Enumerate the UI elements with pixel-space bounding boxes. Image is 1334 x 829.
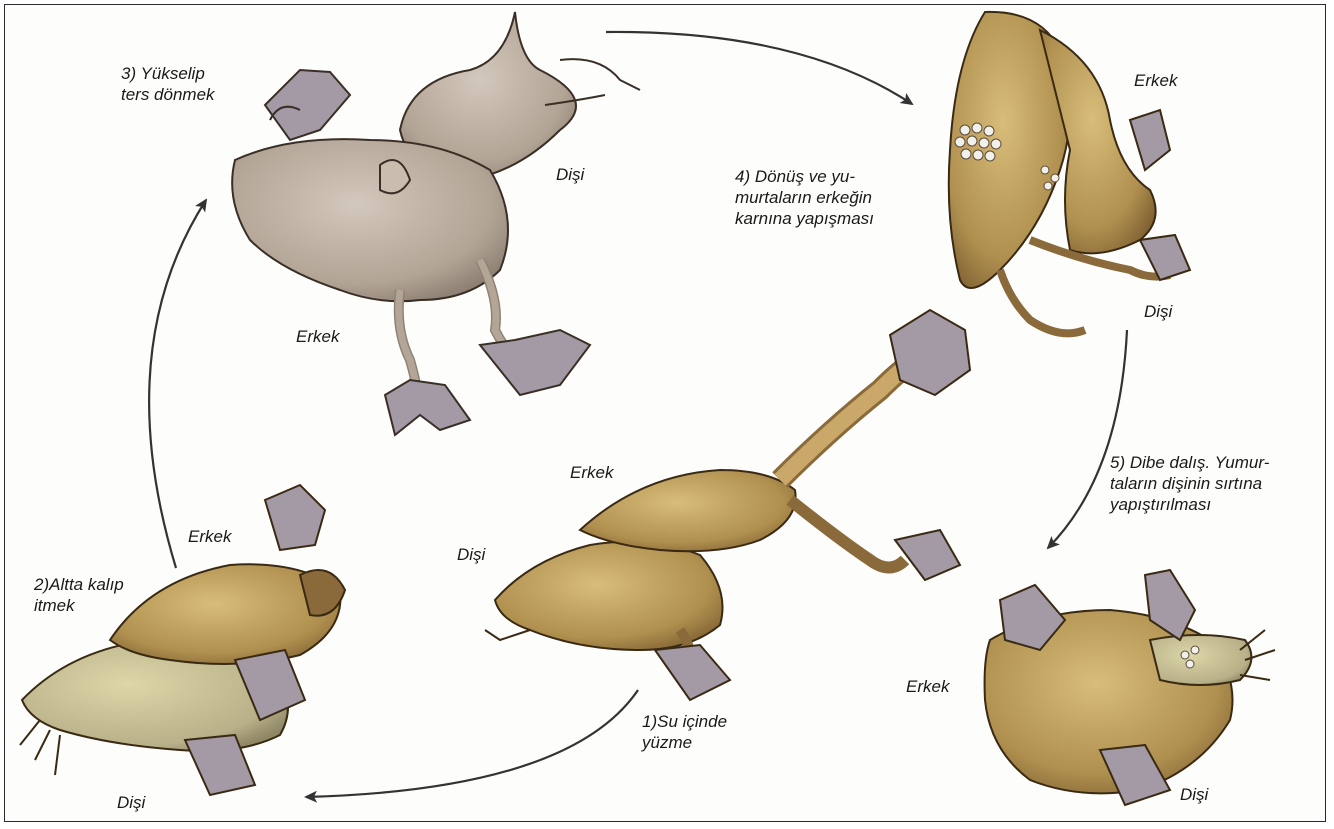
arrow-1-to-2 (306, 690, 638, 797)
label-female-dive: Dişi (1180, 784, 1208, 805)
arrow-4-to-5 (1048, 330, 1127, 548)
caption-line: karnına yapışması (735, 208, 874, 229)
caption-stage-turn: 4) Dönüş ve yu- murtaların erkeğin karnı… (735, 166, 874, 229)
caption-line: taların dişinin sırtına (1110, 473, 1269, 494)
stage-dive-frogs (985, 570, 1275, 805)
caption-stage-dive: 5) Dibe dalış. Yumur- taların dişinin sı… (1110, 452, 1269, 515)
label-male-rise: Erkek (296, 326, 339, 347)
stage-push-frogs (20, 485, 345, 795)
caption-line: 3) Yükselip (121, 63, 215, 84)
caption-line: 2)Altta kalıp (34, 574, 124, 595)
caption-line: ters dönmek (121, 84, 215, 105)
caption-line: itmek (34, 595, 124, 616)
label-male-dive: Erkek (906, 676, 949, 697)
caption-line: 4) Dönüş ve yu- (735, 166, 874, 187)
caption-line: 5) Dibe dalış. Yumur- (1110, 452, 1269, 473)
caption-stage-rise: 3) Yükselip ters dönmek (121, 63, 215, 105)
caption-line: 1)Su içinde (642, 711, 727, 732)
label-female-rise: Dişi (556, 164, 584, 185)
label-female-turn: Dişi (1144, 301, 1172, 322)
caption-line: murtaların erkeğin (735, 187, 874, 208)
label-male-turn: Erkek (1134, 70, 1177, 91)
stage-rise-frogs (232, 12, 640, 435)
caption-line: yüzme (642, 732, 727, 753)
arrow-2-to-3 (149, 200, 206, 568)
caption-line: yapıştırılması (1110, 494, 1269, 515)
arrow-3-to-4 (606, 32, 912, 104)
label-male-push: Erkek (188, 526, 231, 547)
caption-stage-swim: 1)Su içinde yüzme (642, 711, 727, 753)
stage-turn-frogs (949, 12, 1190, 333)
label-male-swim: Erkek (570, 462, 613, 483)
caption-stage-push: 2)Altta kalıp itmek (34, 574, 124, 616)
label-female-push: Dişi (117, 792, 145, 813)
label-female-swim: Dişi (457, 544, 485, 565)
